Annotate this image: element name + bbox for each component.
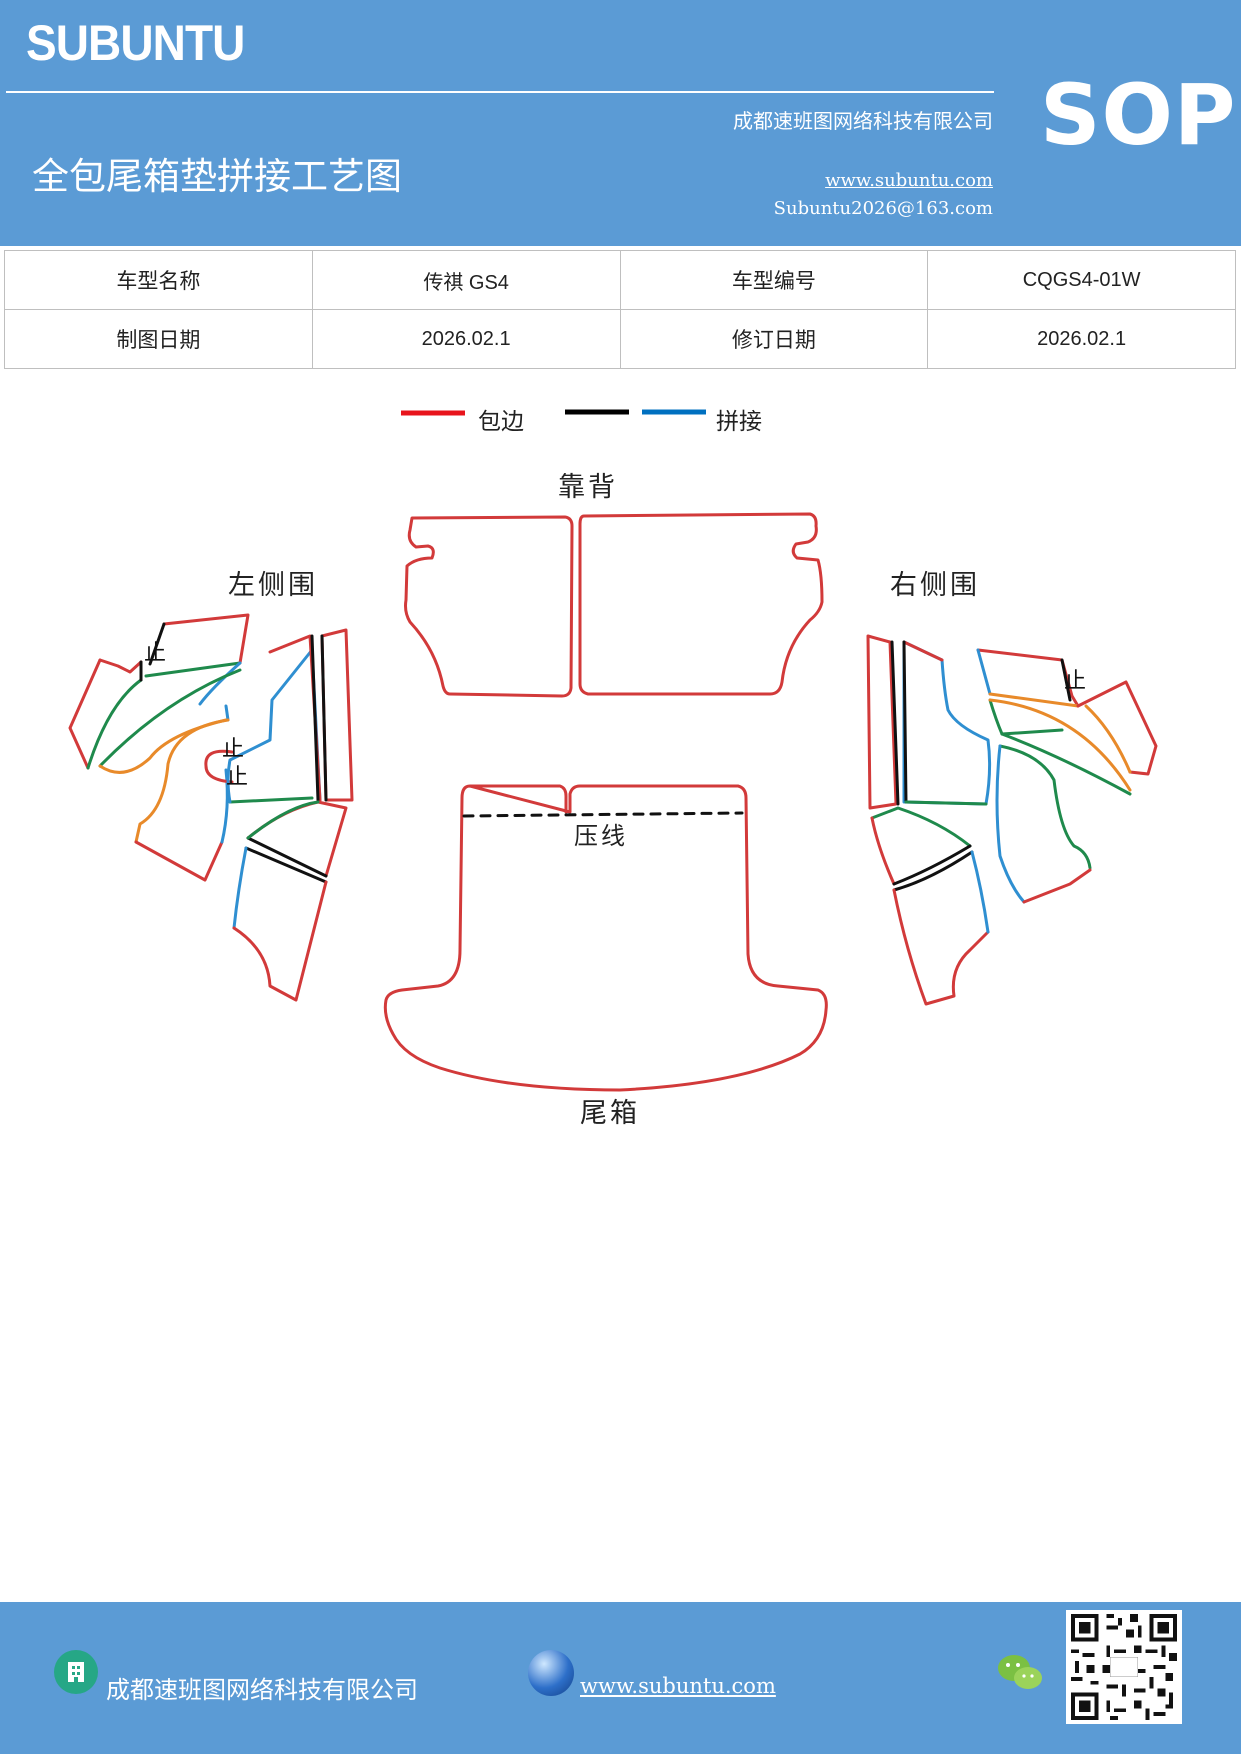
page-title: 全包尾箱垫拼接工艺图 — [32, 155, 402, 198]
stop-mark: 止 — [226, 765, 248, 790]
table-row: 制图日期 2026.02.1 修订日期 2026.02.1 — [4, 309, 1236, 369]
wechat-icon — [998, 1655, 1042, 1689]
legend-label-splice: 拼接 — [716, 409, 762, 435]
header-divider — [6, 91, 994, 93]
trunk-mat — [383, 784, 828, 1092]
right-side-pieces — [866, 634, 1158, 1006]
stop-mark: 止 — [144, 641, 166, 666]
vehicle-info-table: 车型名称 传祺 GS4 车型编号 CQGS4-01W 制图日期 2026.02.… — [4, 250, 1236, 369]
qr-code — [1066, 1610, 1182, 1724]
stop-mark: 止 — [222, 737, 244, 762]
legend-label-edge: 包边 — [478, 409, 524, 435]
crease-label: 压线 — [574, 822, 628, 850]
email-address: Subuntu2026@163.com — [773, 198, 993, 219]
left-side-pieces — [68, 613, 354, 1002]
table-row: 车型名称 传祺 GS4 车型编号 CQGS4-01W — [4, 250, 1236, 310]
sop-badge: SOP — [1040, 66, 1237, 164]
backrest-left-panel — [404, 515, 574, 698]
right-side-label: 右侧围 — [890, 570, 980, 601]
left-side-label: 左侧围 — [228, 570, 318, 601]
backrest-right-panel — [578, 512, 824, 696]
revise-date-label: 修订日期 — [619, 309, 929, 369]
company-name: 成都速班图网络科技有限公司 — [733, 109, 993, 133]
revise-date-value: 2026.02.1 — [927, 309, 1236, 369]
crease-line — [462, 811, 744, 818]
model-code-label: 车型编号 — [619, 250, 929, 310]
backrest-label: 靠背 — [558, 472, 618, 503]
website-link[interactable]: www.subuntu.com — [825, 170, 993, 191]
stop-mark: 止 — [1064, 669, 1086, 694]
mat-layout-diagram: 靠背 左侧围 右侧围 压线 尾箱 止 止 — [68, 472, 1158, 1129]
footer-website-link[interactable]: www.subuntu.com — [580, 1674, 776, 1698]
model-name-label: 车型名称 — [4, 250, 313, 310]
draw-date-label: 制图日期 — [4, 309, 313, 369]
brand-logo: SUBUNTU — [26, 15, 245, 71]
header-band: SUBUNTU SOP 成都速班图网络科技有限公司 全包尾箱垫拼接工艺图 www… — [0, 0, 1241, 246]
legend — [401, 409, 706, 416]
model-code-value: CQGS4-01W — [927, 250, 1236, 310]
trunk-label: 尾箱 — [580, 1098, 640, 1129]
footer-company: 成都速班图网络科技有限公司 — [106, 1676, 418, 1704]
building-icon — [54, 1650, 98, 1694]
globe-icon — [528, 1650, 574, 1696]
model-name-value: 传祺 GS4 — [311, 250, 621, 310]
draw-date-value: 2026.02.1 — [311, 309, 621, 369]
